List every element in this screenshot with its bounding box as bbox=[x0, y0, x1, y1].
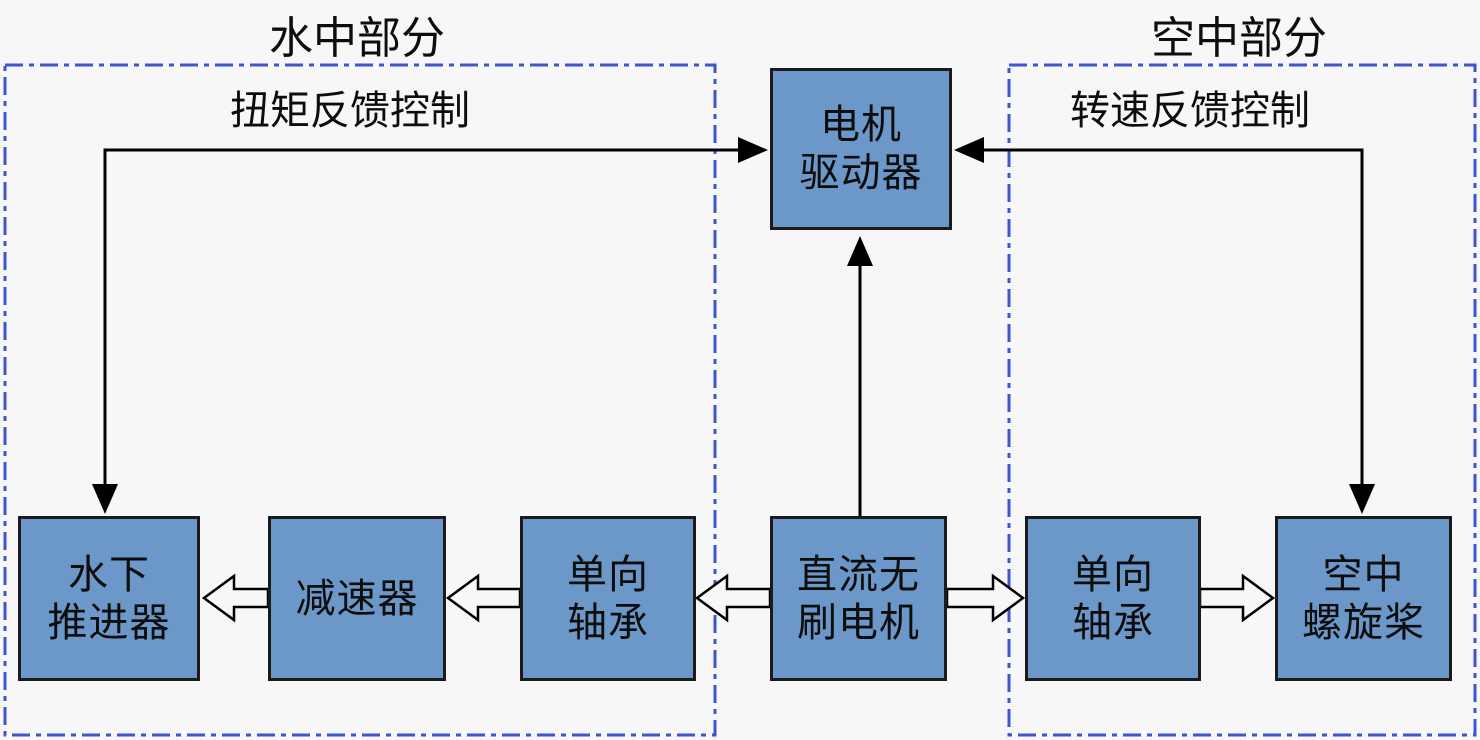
shaft-arrow-bearing-to-reducer bbox=[445, 573, 522, 623]
block-underwater-propeller: 水下 推进器 bbox=[18, 516, 200, 681]
torque-feedback-label: 扭矩反馈控制 bbox=[230, 88, 470, 133]
block-air-propeller-line2: 螺旋桨 bbox=[1302, 599, 1425, 645]
block-bldc-motor-line1: 直流无 bbox=[797, 551, 920, 597]
block-one-way-bearing-right-line2: 轴承 bbox=[1072, 599, 1154, 645]
speed-feedback-arrowhead-left bbox=[954, 137, 984, 163]
block-motor-driver-line1: 电机 bbox=[820, 102, 902, 147]
block-bldc-motor-line2: 刷电机 bbox=[797, 599, 920, 645]
underwater-region-title: 水中部分 bbox=[269, 14, 445, 63]
block-one-way-bearing-right-line1: 单向 bbox=[1072, 551, 1154, 597]
block-one-way-bearing-left-line1: 单向 bbox=[567, 551, 649, 597]
block-bldc-motor: 直流无 刷电机 bbox=[770, 516, 947, 681]
speed-feedback-wire bbox=[957, 148, 1364, 510]
block-underwater-propeller-line1: 水下 bbox=[68, 551, 150, 597]
shaft-arrow-motor-to-left-bearing bbox=[694, 573, 772, 623]
aerial-region-title: 空中部分 bbox=[1151, 14, 1327, 63]
block-motor-driver: 电机 驱动器 bbox=[770, 68, 952, 230]
underwater-region-border bbox=[3, 63, 717, 737]
torque-feedback-wire bbox=[103, 148, 755, 510]
block-air-propeller-line1: 空中 bbox=[1322, 551, 1405, 597]
block-one-way-bearing-left: 单向 轴承 bbox=[520, 516, 696, 681]
shaft-arrow-motor-to-right-bearing bbox=[945, 573, 1026, 623]
block-reducer-line1: 减速器 bbox=[295, 575, 419, 621]
speed-feedback-label: 转速反馈控制 bbox=[1070, 88, 1310, 133]
block-air-propeller: 空中 螺旋桨 bbox=[1275, 516, 1452, 681]
block-underwater-propeller-line2: 推进器 bbox=[47, 599, 171, 645]
block-one-way-bearing-right: 单向 轴承 bbox=[1025, 516, 1201, 681]
motor-to-driver-arrowhead-up bbox=[847, 236, 873, 266]
torque-feedback-arrowhead-down bbox=[92, 484, 118, 514]
torque-feedback-arrowhead-right bbox=[738, 137, 768, 163]
block-one-way-bearing-left-line2: 轴承 bbox=[567, 599, 649, 645]
aerial-region-border bbox=[1007, 63, 1477, 737]
speed-feedback-arrowhead-down bbox=[1349, 484, 1375, 514]
block-reducer: 减速器 bbox=[268, 516, 446, 681]
shaft-arrow-bearing-to-air-propeller bbox=[1198, 573, 1276, 623]
block-motor-driver-line2: 驱动器 bbox=[799, 150, 923, 195]
shaft-arrow-reducer-to-propeller bbox=[201, 573, 270, 623]
